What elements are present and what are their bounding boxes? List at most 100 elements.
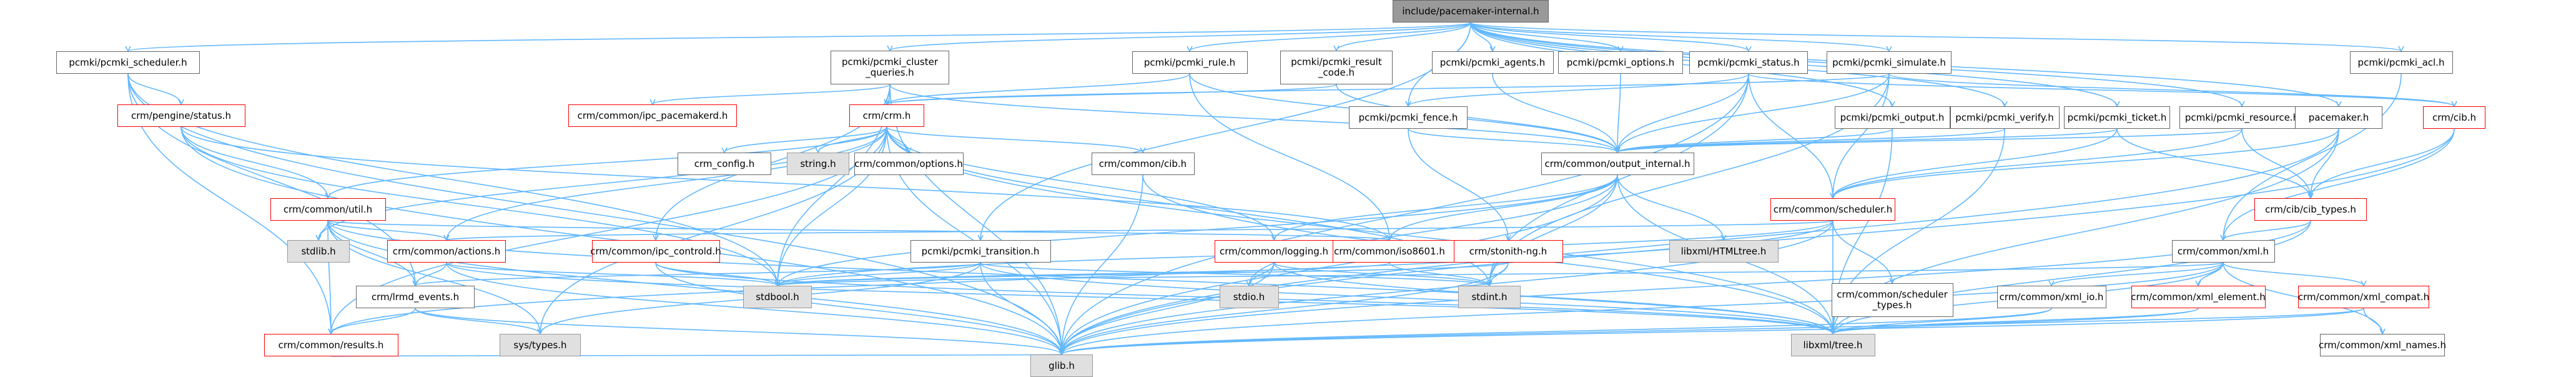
node-options[interactable]: pcmki/pcmki_options.h <box>1558 51 1683 74</box>
node-results[interactable]: crm/common/results.h <box>264 334 398 356</box>
node-label: stdio.h <box>1233 291 1265 303</box>
edge-acl-to-xml <box>2223 73 2402 241</box>
edge-xmlcompat-to-glib <box>1061 308 2364 355</box>
node-acl[interactable]: pcmki/pcmki_acl.h <box>2349 51 2453 74</box>
edge-status-to-cib <box>1748 73 2455 107</box>
node-label: pcmki/pcmki_result _code.h <box>1291 56 1382 78</box>
edge-root-to-options <box>1470 22 1621 52</box>
edge-sched-to-glib <box>127 73 1062 355</box>
edge-stonith-to-glib <box>1061 262 1509 355</box>
node-cib[interactable]: crm/cib.h <box>2423 106 2485 129</box>
node-sched[interactable]: pcmki/pcmki_scheduler.h <box>56 51 200 74</box>
node-ipcpace[interactable]: crm/common/ipc_pacemakerd.h <box>568 104 737 127</box>
node-label: pcmki/pcmki_ticket.h <box>2067 111 2167 123</box>
node-label: crm/stonith-ng.h <box>1469 245 1547 257</box>
node-iso[interactable]: crm/common/iso8601.h <box>1324 240 1455 263</box>
node-label: crm/common/xml_element.h <box>2131 291 2266 303</box>
node-xmlnames[interactable]: crm/common/xml_names.h <box>2319 334 2446 356</box>
edge-ccib-to-glib <box>1061 174 1143 355</box>
node-xmlel[interactable]: crm/common/xml_element.h <box>2131 286 2266 308</box>
edge-clusterq-to-outint <box>889 84 1618 153</box>
node-result[interactable]: pcmki/pcmki_result _code.h <box>1280 51 1393 84</box>
node-label: crm/common/cib.h <box>1098 158 1187 169</box>
edge-util-to-actions <box>327 220 447 241</box>
node-crm[interactable]: crm/crm.h <box>849 104 924 127</box>
edge-simulate-to-cib <box>1888 73 2455 107</box>
node-output[interactable]: pcmki/pcmki_output.h <box>1834 106 1950 129</box>
edge-root-to-sched <box>127 22 1471 52</box>
node-fence[interactable]: pcmki/pcmki_fence.h <box>1349 106 1468 129</box>
edge-rule-to-iso <box>1189 73 1390 241</box>
node-rule[interactable]: pcmki/pcmki_rule.h <box>1132 51 1248 74</box>
edge-xml-to-xmlcompat <box>2223 262 2364 286</box>
node-label: pcmki/pcmki_cluster _queries.h <box>841 56 939 78</box>
edge-csched-to-schedtypes <box>1832 220 1893 284</box>
edge-actions-to-glib <box>446 262 1062 355</box>
node-label: crm/common/xml.h <box>2177 245 2269 257</box>
node-ticket[interactable]: pcmki/pcmki_ticket.h <box>2064 106 2170 129</box>
node-schedtypes[interactable]: crm/common/scheduler _types.h <box>1831 283 1953 317</box>
node-xml[interactable]: crm/common/xml.h <box>2171 240 2275 263</box>
node-lrmd[interactable]: crm/lrmd_events.h <box>356 286 475 308</box>
node-label: stdlib.h <box>301 245 336 257</box>
edge-outint-to-stdio <box>1248 174 1618 286</box>
node-label: pcmki/pcmki_rule.h <box>1143 56 1236 68</box>
node-config[interactable]: crm_config.h <box>678 153 771 175</box>
edge-output-to-outint <box>1617 128 1893 153</box>
node-label: pcmki/pcmki_output.h <box>1840 111 1945 123</box>
node-csched[interactable]: crm/common/scheduler.h <box>1770 198 1895 221</box>
edge-root-to-result <box>1336 22 1471 51</box>
node-label: crm/cib/cib_types.h <box>2265 203 2356 215</box>
edge-root-to-rule <box>1189 22 1471 52</box>
node-stonith[interactable]: crm/stonith-ng.h <box>1453 240 1563 263</box>
node-label: pcmki/pcmki_transition.h <box>921 245 1040 257</box>
node-ipcctl[interactable]: crm/common/ipc_controld.h <box>590 240 721 263</box>
node-transition[interactable]: pcmki/pcmki_transition.h <box>910 240 1051 263</box>
edge-util-to-iso <box>327 220 1390 241</box>
node-xmlio[interactable]: crm/common/xml_io.h <box>1996 286 2106 308</box>
node-label: stdint.h <box>1471 291 1508 303</box>
node-verify[interactable]: pcmki/pcmki_verify.h <box>1950 106 2060 129</box>
edge-fence-to-outint <box>1408 128 1618 153</box>
node-util[interactable]: crm/common/util.h <box>270 198 386 221</box>
edge-crm-to-ccib <box>886 126 1143 153</box>
edge-logging-to-glib <box>1061 262 1275 355</box>
edge-crm-to-actions <box>446 126 887 241</box>
node-label: string.h <box>800 158 836 169</box>
node-label: libxml/tree.h <box>1803 339 1863 351</box>
edge-stonith-to-stdbool <box>777 262 1509 286</box>
node-status[interactable]: pcmki/pcmki_status.h <box>1689 51 1808 74</box>
node-label: crm/pengine/status.h <box>131 109 231 121</box>
node-label: stdbool.h <box>756 291 799 303</box>
edge-simulate-to-outint <box>1617 73 1890 153</box>
edge-lrmd-to-results <box>330 308 416 334</box>
node-stdint: stdint.h <box>1458 286 1521 308</box>
edge-cib-to-cibtypes <box>2310 128 2455 199</box>
node-label: pcmki/pcmki_simulate.h <box>1832 56 1946 68</box>
edge-root-to-acl <box>1470 22 2402 52</box>
edge-xmlcompat-to-xmlnames <box>2363 308 2383 334</box>
node-agents[interactable]: pcmki/pcmki_agents.h <box>1431 51 1554 74</box>
node-clusterq[interactable]: pcmki/pcmki_cluster _queries.h <box>831 51 949 84</box>
node-label: crm/common/ipc_controld.h <box>590 245 721 257</box>
node-cibtypes[interactable]: crm/cib/cib_types.h <box>2254 198 2367 221</box>
edge-lrmd-to-systypes <box>415 308 541 334</box>
node-copts[interactable]: crm/common/options.h <box>854 153 964 175</box>
node-simulate[interactable]: pcmki/pcmki_simulate.h <box>1827 51 1952 74</box>
node-label: crm/common/results.h <box>278 339 384 351</box>
node-pengine[interactable]: crm/pengine/status.h <box>117 104 245 127</box>
edge-xmlel-to-glib <box>1061 308 2199 355</box>
node-ccib[interactable]: crm/common/cib.h <box>1091 153 1195 175</box>
node-xmlcompat[interactable]: crm/common/xml_compat.h <box>2298 286 2429 308</box>
node-stdlib: stdlib.h <box>287 240 350 263</box>
node-label: crm_config.h <box>694 158 755 169</box>
node-pacemaker[interactable]: pacemaker.h <box>2295 106 2382 129</box>
node-outint[interactable]: crm/common/output_internal.h <box>1541 153 1694 175</box>
node-resource[interactable]: pcmki/pcmki_resource.h <box>2179 106 2304 129</box>
node-label: pcmki/pcmki_status.h <box>1697 56 1800 68</box>
edge-result-to-outint <box>1336 84 1618 153</box>
node-stdbool: stdbool.h <box>743 286 812 308</box>
node-actions[interactable]: crm/common/actions.h <box>387 240 506 263</box>
node-logging[interactable]: crm/common/logging.h <box>1215 240 1333 263</box>
node-label: crm/common/util.h <box>283 203 373 215</box>
